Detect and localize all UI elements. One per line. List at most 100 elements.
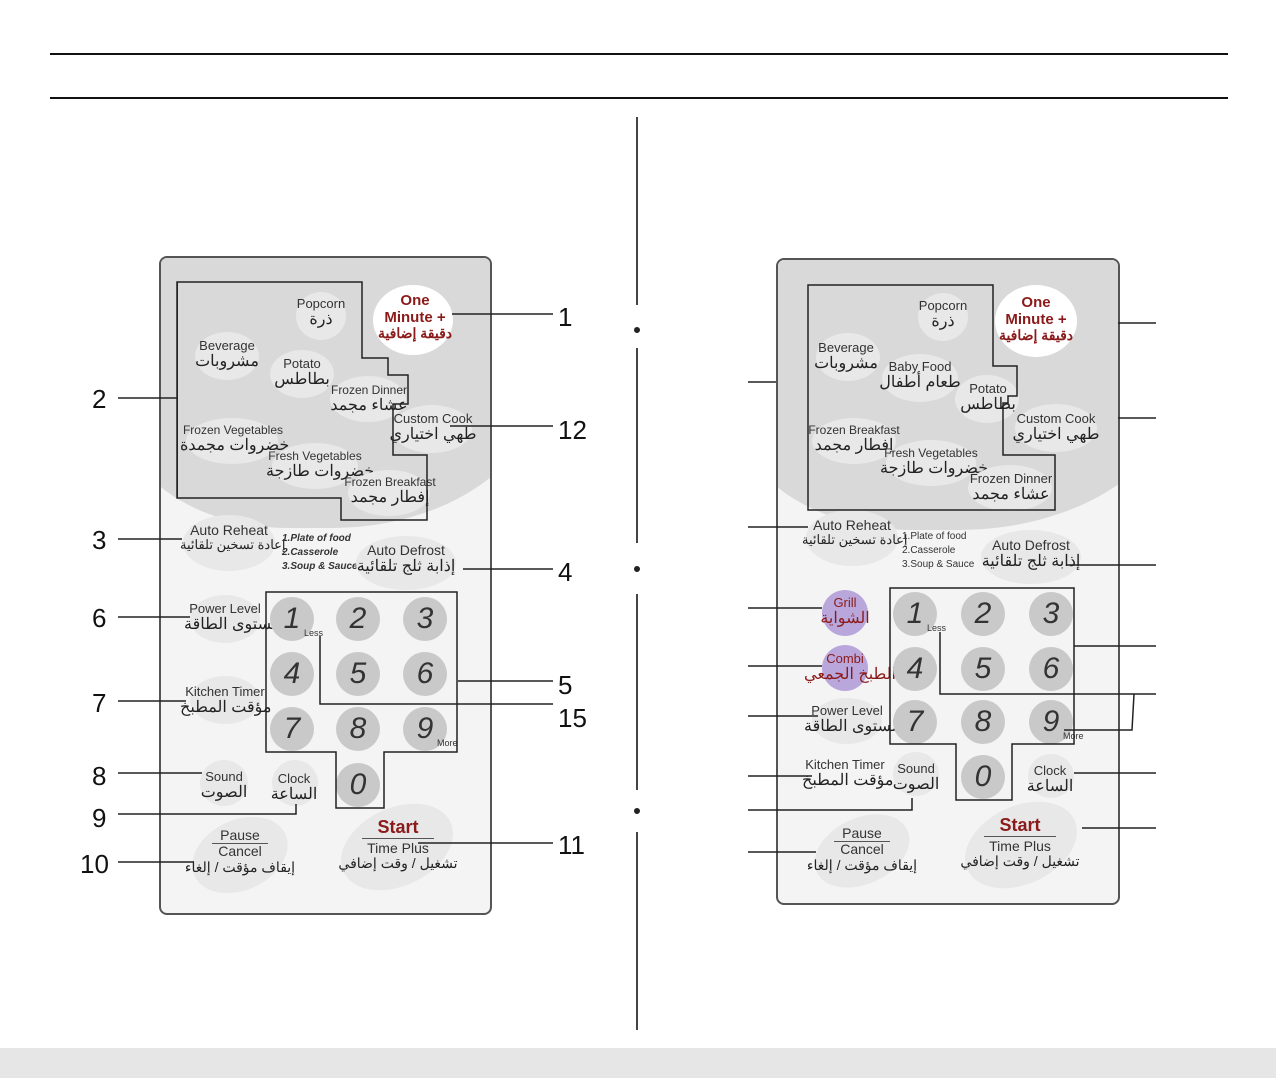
one-minute-button[interactable] [995, 285, 1077, 357]
right-key-3[interactable]: 3 [1029, 592, 1073, 636]
center-divider-low [636, 594, 638, 790]
right-auto-cook-outline [807, 284, 1056, 511]
left-key-4[interactable]: 4 [270, 652, 314, 696]
callout-10: 10 [80, 849, 109, 879]
popcorn-button[interactable] [296, 292, 346, 340]
right-key-5[interactable]: 5 [961, 647, 1005, 691]
right-key-6[interactable]: 6 [1029, 647, 1073, 691]
callout-4: 4 [558, 557, 573, 587]
sound-button[interactable] [200, 760, 248, 806]
callout-15: 15 [558, 703, 587, 733]
callout-9: 9 [92, 803, 107, 833]
auto-reheat-button[interactable] [183, 515, 275, 571]
callout-1: 1 [558, 302, 573, 332]
left-key-3[interactable]: 3 [403, 597, 447, 641]
beverage-button[interactable] [195, 332, 259, 380]
left-key-6[interactable]: 6 [403, 652, 447, 696]
left-key-8[interactable]: 8 [336, 707, 380, 751]
frozen-breakfast-button[interactable] [348, 470, 430, 516]
callout-2: 2 [92, 384, 107, 414]
grill-button[interactable] [822, 590, 868, 636]
power-level-button[interactable] [812, 698, 882, 744]
callout-11: 11 [558, 830, 585, 860]
left-auto-cook-outline [176, 281, 428, 521]
right-key-7[interactable]: 7 [893, 700, 937, 744]
right-key-2[interactable]: 2 [961, 592, 1005, 636]
footer-bar [0, 1048, 1276, 1078]
right-keypad-outline [889, 587, 1075, 801]
left-key-5[interactable]: 5 [336, 652, 380, 696]
right-key-4[interactable]: 4 [893, 647, 937, 691]
left-key-2[interactable]: 2 [336, 597, 380, 641]
callout-8: 8 [92, 761, 107, 791]
frozen-vegetables-button[interactable] [186, 418, 278, 464]
left-key-0[interactable]: 0 [336, 763, 380, 807]
bullet-dot [634, 327, 640, 333]
sound-button[interactable] [893, 752, 939, 796]
auto-defrost-button[interactable] [356, 536, 456, 590]
auto-reheat-button[interactable] [806, 510, 898, 566]
bullet-dot [634, 566, 640, 572]
left-keypad-outline [265, 591, 458, 809]
auto-defrost-button[interactable] [981, 530, 1081, 584]
custom-cook-button[interactable] [392, 405, 472, 453]
bullet-dot [634, 808, 640, 814]
combi-button[interactable] [822, 645, 868, 691]
center-divider-top [636, 117, 638, 305]
left-key-7[interactable]: 7 [270, 707, 314, 751]
one-minute-button[interactable] [373, 285, 453, 355]
fresh-vegetables-button[interactable] [272, 443, 358, 489]
callout-7: 7 [92, 688, 107, 718]
popcorn-button[interactable] [918, 293, 968, 341]
callout-6: 6 [92, 603, 107, 633]
fresh-vegetables-button[interactable] [886, 440, 976, 486]
top-rule [50, 53, 1228, 55]
potato-button[interactable] [270, 350, 334, 398]
baby-food-button[interactable] [882, 354, 958, 402]
kitchen-timer-button[interactable] [190, 676, 260, 724]
custom-cook-button[interactable] [1015, 404, 1097, 452]
right-key-0[interactable]: 0 [961, 755, 1005, 799]
callout-12: 12 [558, 415, 587, 445]
header-rule [50, 97, 1228, 99]
beverage-button[interactable] [816, 333, 880, 381]
clock-button[interactable] [272, 760, 318, 806]
power-level-button[interactable] [190, 595, 260, 643]
clock-button[interactable] [1028, 754, 1074, 798]
center-divider-mid [636, 348, 638, 543]
right-key-8[interactable]: 8 [961, 700, 1005, 744]
frozen-dinner-button[interactable] [968, 465, 1052, 511]
frozen-breakfast-button[interactable] [812, 418, 896, 464]
